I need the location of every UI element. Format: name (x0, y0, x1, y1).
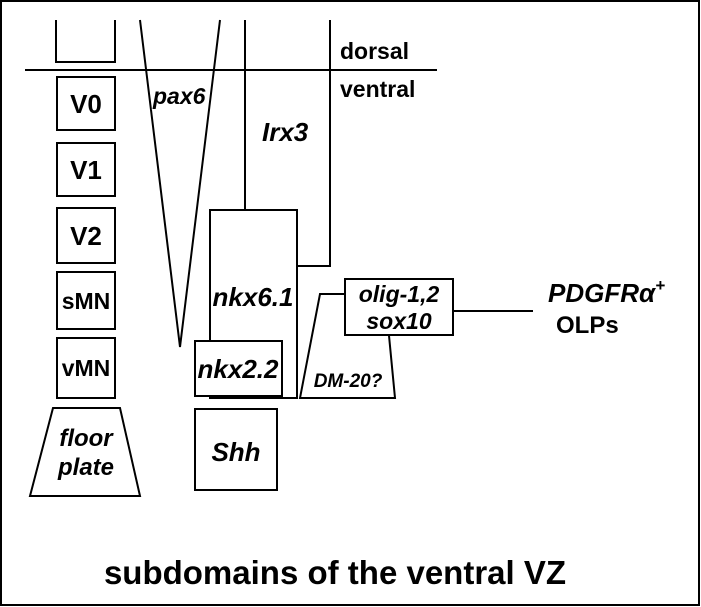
figure-caption: subdomains of the ventral VZ (104, 554, 566, 591)
floor-plate-trapezoid (28, 407, 142, 497)
pax6-gradient (139, 19, 221, 348)
pdgfr-superscript: + (655, 276, 665, 295)
olig-sox10-box (344, 278, 454, 336)
ventral-label: ventral (340, 76, 415, 102)
pax6-label: pax6 (152, 83, 206, 109)
nkx61-label: nkx6.1 (213, 282, 294, 312)
smn-box (56, 271, 116, 330)
v0-box (56, 76, 116, 131)
v2-label: V2 (70, 221, 102, 251)
pdgfr-text: PDGFRα (548, 278, 657, 308)
irx3-domain-outline-right (297, 20, 331, 267)
v2-box (56, 207, 116, 264)
vmn-box (56, 337, 116, 399)
olps-label: OLPs (556, 312, 619, 339)
olig-label: olig-1,2 (359, 281, 440, 307)
floor-label: floor (59, 425, 114, 452)
sox10-label: sox10 (366, 308, 431, 334)
v1-label: V1 (70, 155, 102, 185)
shh-box (194, 408, 278, 491)
dm20-label: DM-20? (314, 371, 383, 392)
vmn-label: vMN (62, 355, 111, 381)
nkx22-label: nkx2.2 (198, 354, 279, 384)
shh-label: Shh (211, 437, 260, 467)
v1-box (56, 142, 116, 197)
smn-label: sMN (62, 288, 111, 314)
dorsal-label: dorsal (340, 38, 409, 64)
dorsal-domain-box (55, 20, 116, 63)
plate-label: plate (57, 454, 114, 481)
irx3-label: Irx3 (262, 117, 309, 147)
pdgfr-label: PDGFRα+ (548, 276, 665, 308)
v0-label: V0 (70, 89, 102, 119)
nkx22-box (194, 340, 283, 397)
